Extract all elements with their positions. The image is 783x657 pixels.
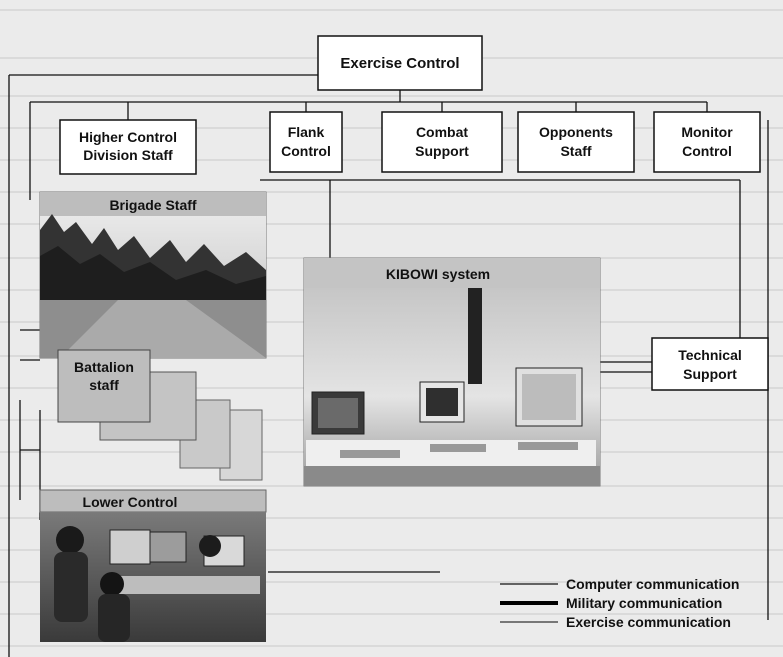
lower-control-panel: Lower Control (39, 489, 267, 642)
technical-support-label-line1: Technical (678, 347, 742, 363)
legend-exercise-label: Exercise communication (566, 614, 731, 630)
computer-room-photo-icon (304, 288, 600, 486)
flank-control-node: Flank Control (269, 111, 343, 173)
legend-military-label: Military communication (566, 595, 722, 611)
battalion-staff-label-line2: staff (89, 377, 119, 393)
higher-control-label-line2: Division Staff (83, 147, 173, 163)
kibowi-system-panel: KIBOWI system (303, 257, 601, 487)
brigade-staff-panel: Brigade Staff (39, 191, 267, 359)
battalion-staff-label-line1: Battalion (74, 359, 134, 375)
technical-support-node: Technical Support (651, 337, 769, 391)
higher-control-label-line1: Higher Control (79, 129, 177, 145)
lower-control-label: Lower Control (83, 494, 178, 510)
combat-support-label-line1: Combat (416, 124, 468, 140)
battalion-staff-panel: Battalion staff (57, 349, 263, 481)
exercise-control-node: Exercise Control (317, 35, 483, 91)
combat-support-label-line2: Support (415, 143, 469, 159)
opponents-staff-node: Opponents Staff (517, 111, 635, 173)
monitor-control-node: Monitor Control (653, 111, 761, 173)
higher-control-node: Higher Control Division Staff (59, 119, 197, 175)
opponents-staff-label-line2: Staff (560, 143, 591, 159)
forest-photo-icon (40, 214, 266, 358)
monitor-control-label-line1: Monitor (681, 124, 733, 140)
legend-computer-label: Computer communication (566, 576, 739, 592)
kibowi-system-label: KIBOWI system (386, 266, 490, 282)
flank-control-label-line2: Control (281, 143, 331, 159)
legend: Computer communication Military communic… (500, 576, 739, 630)
monitor-control-label-line2: Control (682, 143, 732, 159)
combat-support-node: Combat Support (381, 111, 503, 173)
flank-control-label-line1: Flank (288, 124, 325, 140)
operators-photo-icon (40, 512, 266, 642)
opponents-staff-label-line1: Opponents (539, 124, 613, 140)
exercise-control-label: Exercise Control (340, 55, 459, 72)
technical-support-label-line2: Support (683, 366, 737, 382)
brigade-staff-label: Brigade Staff (109, 197, 196, 213)
